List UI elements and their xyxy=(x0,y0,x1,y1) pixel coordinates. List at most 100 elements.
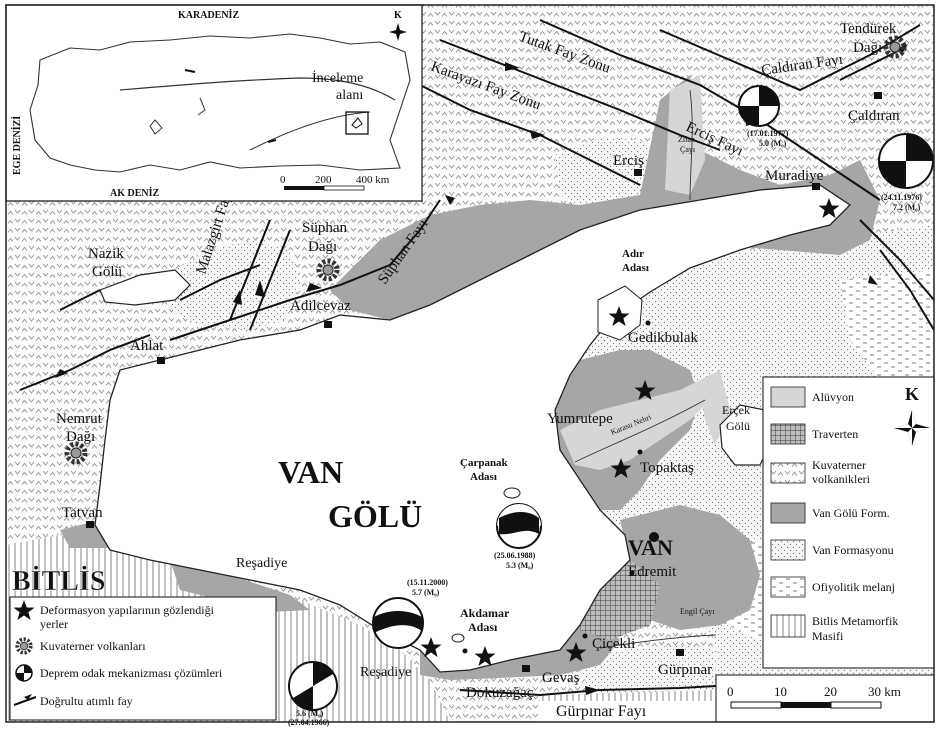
van-golu-form-north xyxy=(330,75,880,320)
legend-focal-icon xyxy=(15,664,33,682)
label-nemrut: Nemrut xyxy=(56,411,103,427)
eq-date-1977: (17.01.1977) xyxy=(747,129,789,138)
alluvium-karasu xyxy=(560,380,710,470)
legend-north-label: K xyxy=(905,384,919,404)
eq-mag-1977: 5.0 (M₀) xyxy=(759,139,787,148)
label-yumrutepe: Yumrutepe xyxy=(547,411,613,427)
label-suphan: Süphan xyxy=(302,220,348,236)
label-edremit: Edremit xyxy=(628,564,677,580)
nazik-lake xyxy=(99,269,191,306)
inset-scale-200: 200 xyxy=(315,174,332,186)
label-resadiye-west: Reşadiye xyxy=(236,556,287,571)
zilan-river xyxy=(689,89,693,201)
gurpinar-fault-label-box xyxy=(541,701,715,722)
focal-2000-icon xyxy=(372,597,424,649)
turkey-outline xyxy=(29,33,411,173)
engil-river xyxy=(599,634,717,649)
eq-date-1988: (25.06.1988) xyxy=(494,551,536,560)
legend-volcano: Kuvaterner volkanları xyxy=(40,639,146,653)
legend-focal: Deprem odak mekanizması çözümleri xyxy=(40,666,223,680)
inset-karadeniz: KARADENİZ xyxy=(178,9,239,21)
inset-scale-400: 400 km xyxy=(356,174,390,186)
faults xyxy=(19,19,935,697)
akdamar-island xyxy=(451,633,465,643)
label-tendurek: Tendürek xyxy=(840,21,897,37)
karasu-river xyxy=(574,399,706,463)
inset-scale-0: 0 xyxy=(280,174,286,186)
label-caldiran: Çaldıran xyxy=(848,108,900,124)
legend-alluvium: Alüvyon xyxy=(812,390,854,404)
label-carpanak-adasi: Adası xyxy=(470,471,497,483)
label-van-golu-2: GÖLÜ xyxy=(328,498,422,534)
north-arrow-icon xyxy=(894,410,930,446)
legend-van-form: Van Formasyonu xyxy=(812,543,894,557)
inset-study-area-2: alanı xyxy=(336,88,363,103)
legend-lithology: Alüvyon Traverten Kuvaterner volkanikler… xyxy=(762,376,935,669)
carpanak-island xyxy=(503,487,521,499)
label-van-city: VAN xyxy=(628,535,673,560)
lake-van xyxy=(94,184,852,673)
legend-deformation-1: Deformasyon yapılarının gözlendiği xyxy=(40,603,215,617)
scale-0: 0 xyxy=(727,684,734,699)
label-akdamar: Akdamar xyxy=(460,606,510,620)
focal-1977-icon xyxy=(738,85,780,127)
alluvium-ercis xyxy=(665,75,705,195)
inset-north-label: K xyxy=(394,10,402,21)
label-zilan-cayi: Çayı xyxy=(680,145,696,154)
label-ercek-golu: Gölü xyxy=(726,419,750,433)
label-akdamar-adasi: Adası xyxy=(468,620,498,634)
label-gevas: Gevaş xyxy=(542,670,580,686)
legend-deformation-2: yerler xyxy=(40,617,68,631)
inset-akdeniz: AK DENİZ xyxy=(110,187,160,199)
label-muradiye: Muradiye xyxy=(765,168,824,184)
label-nazik-golu: Gölü xyxy=(92,264,123,280)
settlements xyxy=(86,92,882,672)
label-ahlat: Ahlat xyxy=(130,338,164,354)
label-resadiye-south: Reşadiye xyxy=(360,665,411,680)
volcano-van-icon xyxy=(649,532,659,542)
label-adir-adasi: Adası xyxy=(622,262,649,274)
label-gurpinar: Gürpınar xyxy=(658,662,712,678)
inset-north-arrow-icon xyxy=(389,23,407,41)
label-gurpinar-fault: Gürpınar Fayı xyxy=(556,703,647,720)
legend-fault-icon xyxy=(13,694,37,706)
eq-mag-1988: 5.3 (M₀) xyxy=(506,561,534,570)
scale-20: 20 xyxy=(824,684,837,699)
label-cicekli: Çiçekli xyxy=(592,636,635,652)
label-suphan-dagi: Dağı xyxy=(308,239,337,255)
label-carpanak: Çarpanak xyxy=(460,457,509,469)
label-zilan: Zilan xyxy=(678,135,695,144)
label-topaktas: Topaktaş xyxy=(640,460,694,476)
label-tatvan: Tatvan xyxy=(62,505,103,521)
legend-bitlis-1: Bitlis Metamorfik xyxy=(812,614,898,628)
legend-ophiolite: Ofiyolitik melanj xyxy=(812,580,895,594)
label-bitlis: BİTLİS xyxy=(12,566,105,597)
label-adir: Adır xyxy=(622,248,644,260)
legend-travertine: Traverten xyxy=(812,427,858,441)
eq-mag-1966: 5.6 (M₀) xyxy=(296,709,324,718)
legend-bitlis-2: Masifi xyxy=(812,629,844,643)
label-nazik: Nazik xyxy=(88,246,124,262)
scale-bar: 0 10 20 30 km xyxy=(715,674,935,723)
scale-30: 30 km xyxy=(868,684,901,699)
eq-mag-1976: 7.2 (M₀) xyxy=(893,203,921,212)
ophiolite-east xyxy=(840,270,934,380)
label-van-golu-1: VAN xyxy=(278,454,343,490)
village-dots xyxy=(462,320,651,654)
label-tendurek-dagi: Dağı xyxy=(853,40,882,56)
legend-symbols: Deformasyon yapılarının gözlendiği yerle… xyxy=(9,596,277,721)
label-dokuzagac: Dokuzağaç xyxy=(466,685,534,701)
focal-1988-icon xyxy=(496,503,542,549)
label-adilcevaz: Adilcevaz xyxy=(290,298,351,314)
label-ercis: Erciş xyxy=(613,153,644,169)
label-ercek: Erçek xyxy=(722,403,750,417)
label-engil: Engil Çayı xyxy=(680,607,715,616)
legend-quat-volc-1: Kuvaterner xyxy=(812,458,866,472)
label-gedikbulak: Gedikbulak xyxy=(628,330,698,346)
scale-10: 10 xyxy=(774,684,787,699)
eq-date-2000: (15.11.2000) xyxy=(407,578,448,587)
inset-study-area-1: İnceleme xyxy=(312,70,363,86)
legend-fault: Doğrultu atımlı fay xyxy=(40,694,133,708)
focal-1966-icon xyxy=(288,661,338,711)
